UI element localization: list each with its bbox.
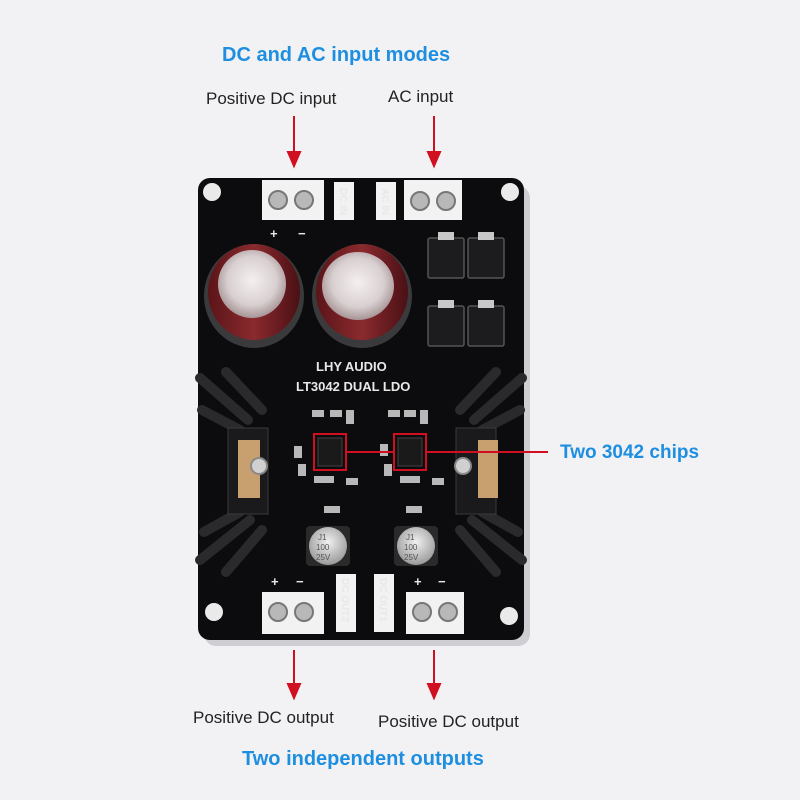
cap-text-2: 100 xyxy=(316,543,330,552)
cap-text-6: 25V xyxy=(404,553,419,562)
terminal-ac-in xyxy=(404,180,462,220)
silk-dc-out1: DC OUT1 xyxy=(377,578,388,622)
silk-plus-out2: + xyxy=(271,574,279,589)
label-dc-input: Positive DC input xyxy=(206,89,337,108)
cap-text-4: J1 xyxy=(406,533,415,542)
label-output-left: Positive DC output xyxy=(193,708,334,727)
label-chips: Two 3042 chips xyxy=(560,442,700,463)
silk-plus-out1: + xyxy=(414,574,422,589)
title-independent-outputs: Two independent outputs xyxy=(242,748,484,770)
silk-minus-out2: − xyxy=(296,574,304,589)
arrow-output-left xyxy=(286,650,302,701)
electrolytic-capacitor-left xyxy=(204,244,304,348)
terminal-dc-in xyxy=(262,180,324,220)
arrow-dc-input xyxy=(286,116,302,169)
smd-capacitor-right xyxy=(394,526,438,566)
heatsink-left xyxy=(195,367,267,577)
silk-brand: LHY AUDIO xyxy=(316,359,387,374)
silk-dc-in: DC IN xyxy=(337,188,348,215)
arrow-ac-input xyxy=(426,116,442,169)
silk-ac-in: AC IN xyxy=(379,188,390,215)
smd-components xyxy=(294,410,444,513)
smd-capacitor-left xyxy=(306,526,350,566)
silk-model: LT3042 DUAL LDO xyxy=(296,379,410,394)
lt3042-chip-left xyxy=(313,433,347,471)
heatsink-right xyxy=(455,367,527,577)
silk-minus-out1: − xyxy=(438,574,446,589)
silk-plus-top: + xyxy=(270,226,278,241)
title-input-modes: DC and AC input modes xyxy=(222,44,451,66)
mounting-holes xyxy=(203,183,519,625)
arrow-output-right xyxy=(426,650,442,701)
cap-text-3: 25V xyxy=(316,553,331,562)
electrolytic-capacitor-right xyxy=(312,244,412,348)
label-output-right: Positive DC output xyxy=(378,712,519,731)
rectifier-diodes xyxy=(427,237,505,347)
label-ac-input: AC input xyxy=(388,87,454,106)
silk-dc-out2: DC OUT2 xyxy=(339,578,350,622)
cap-text-5: 100 xyxy=(404,543,418,552)
terminal-dc-out1 xyxy=(406,592,464,634)
silk-minus-top: − xyxy=(298,226,306,241)
lt3042-chip-right xyxy=(393,433,427,471)
terminal-dc-out2 xyxy=(262,592,324,634)
cap-text-1: J1 xyxy=(318,533,327,542)
